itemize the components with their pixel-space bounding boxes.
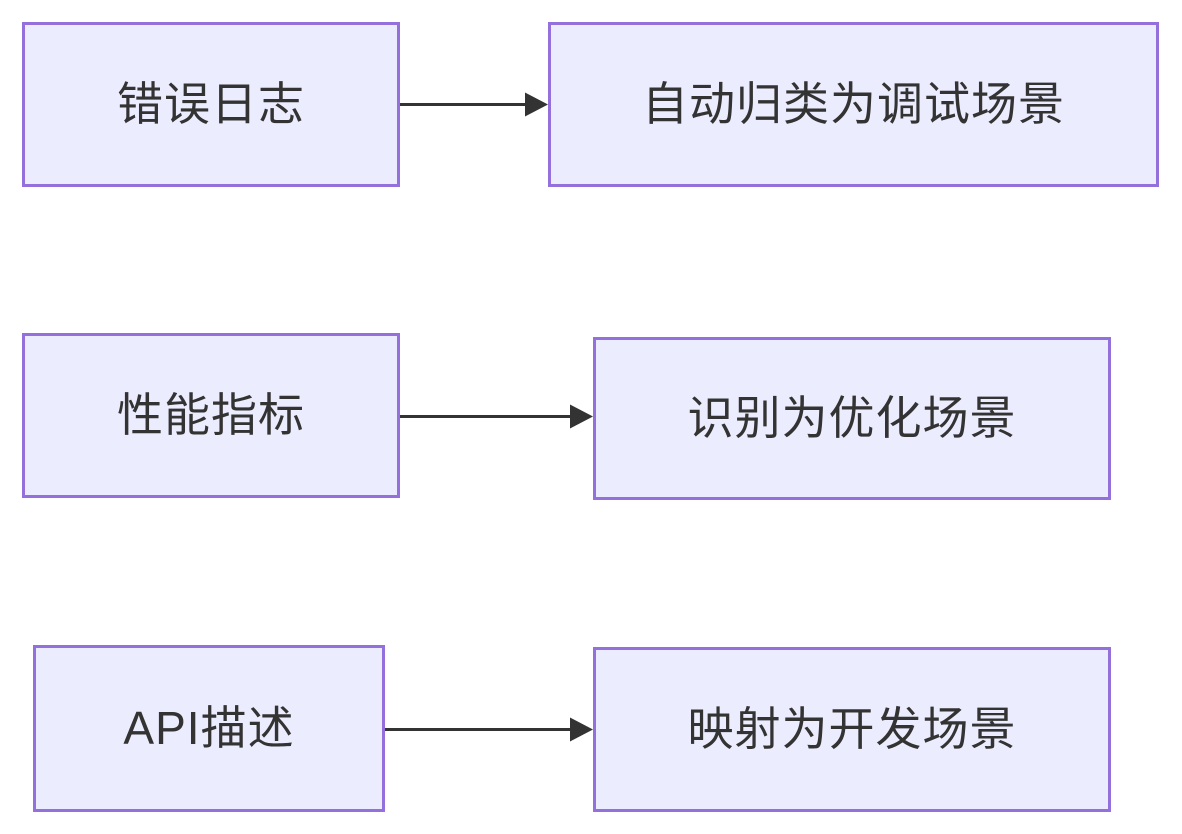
- node-classify-debug-scene-label: 自动归类为调试场景: [642, 77, 1065, 130]
- arrow-perf-metric-to-optimize: [400, 404, 593, 429]
- node-error-log-label: 错误日志: [117, 77, 305, 130]
- node-error-log: 错误日志: [22, 22, 400, 187]
- node-identify-optimize-scene: 识别为优化场景: [593, 337, 1111, 500]
- arrow-error-log-to-debug: [400, 92, 548, 117]
- arrow-api-desc-to-develop: [385, 717, 593, 742]
- node-map-develop-scene-label: 映射为开发场景: [687, 702, 1017, 755]
- node-api-description: API描述: [33, 645, 385, 812]
- node-classify-debug-scene: 自动归类为调试场景: [548, 22, 1159, 187]
- node-map-develop-scene: 映射为开发场景: [593, 647, 1111, 812]
- node-api-description-label: API描述: [123, 701, 295, 754]
- node-performance-metric-label: 性能指标: [117, 388, 305, 441]
- node-identify-optimize-scene-label: 识别为优化场景: [687, 391, 1017, 444]
- node-performance-metric: 性能指标: [22, 333, 400, 498]
